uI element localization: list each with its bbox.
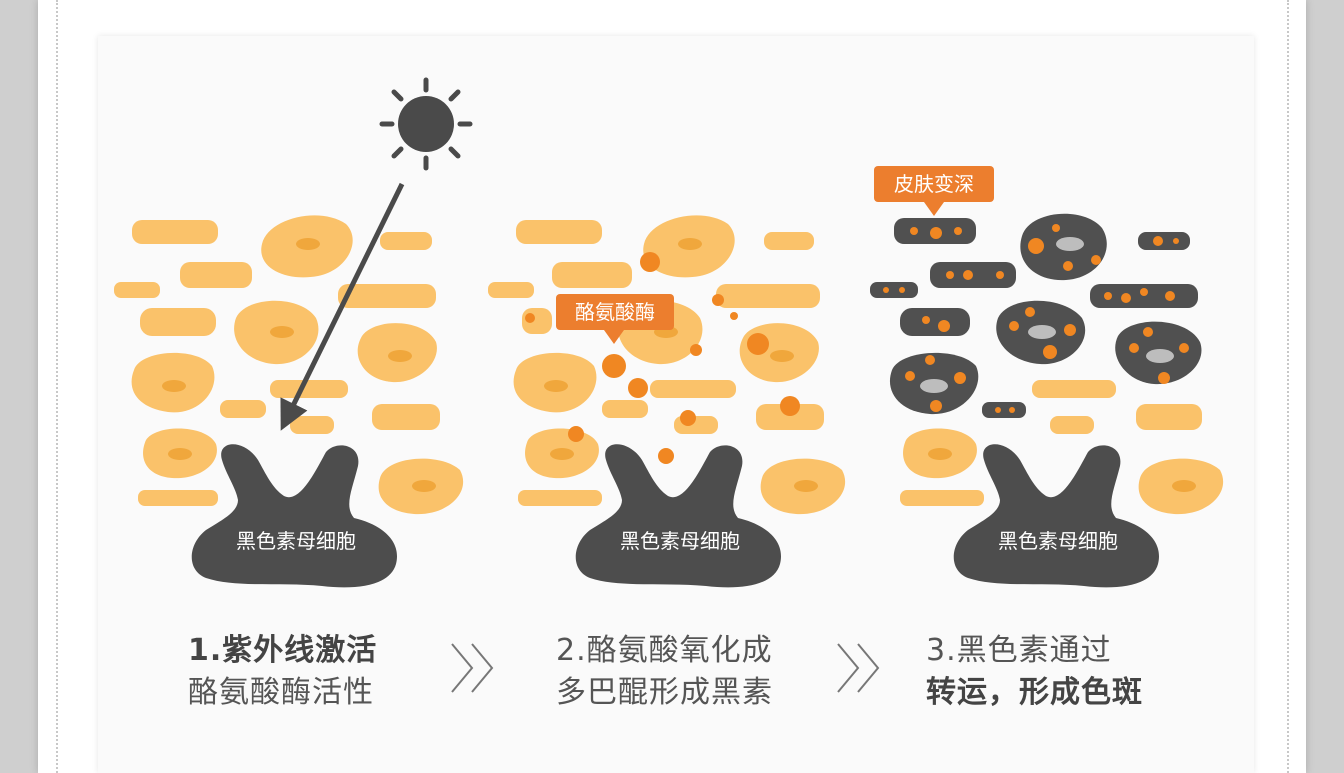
skin-cell xyxy=(518,490,602,506)
skin-cell xyxy=(525,428,599,479)
skin-cell xyxy=(180,262,252,288)
melanocyte-cell xyxy=(191,444,397,588)
melanocyte-cell xyxy=(575,444,781,588)
skin-cell xyxy=(650,380,736,398)
skin-cell xyxy=(643,215,735,278)
dark-cell xyxy=(900,308,970,336)
dark-cell xyxy=(1090,284,1198,308)
double-chevron-icon xyxy=(837,643,880,693)
left-dotted-border xyxy=(56,0,58,773)
skin-cell xyxy=(132,220,218,244)
dark-cell xyxy=(996,300,1086,365)
skin-cell xyxy=(552,262,632,288)
skin-cell xyxy=(378,458,464,515)
skin-cell xyxy=(1032,380,1116,398)
skin-cell xyxy=(143,428,217,479)
skin-cell xyxy=(903,428,977,479)
step-2-subtitle: 多巴醌形成黑素 xyxy=(556,675,773,710)
dark-cell xyxy=(894,218,976,244)
skin-cell xyxy=(1050,416,1094,434)
panel-1: 黑色素母细胞 xyxy=(114,77,473,588)
skin-cell xyxy=(338,284,436,308)
callout-label: 皮肤变深 xyxy=(894,172,974,196)
double-chevron-icon xyxy=(451,643,494,693)
tyrosinase-particles xyxy=(525,252,800,464)
skin-cell xyxy=(234,300,319,365)
skin-cell xyxy=(488,282,534,298)
right-dotted-border xyxy=(1287,0,1289,773)
skin-cell xyxy=(357,323,437,383)
skin-cell xyxy=(380,232,432,250)
melanocyte-label: 黑色素母细胞 xyxy=(998,529,1118,553)
skin-darkens-callout: 皮肤变深 xyxy=(874,166,994,216)
skin-cell xyxy=(756,404,824,430)
dark-cell xyxy=(870,282,918,298)
skin-cell xyxy=(760,458,846,515)
skin-cell xyxy=(220,400,266,418)
uv-arrow xyxy=(280,182,405,431)
step-2-title: 2.酪氨酸氧化成 xyxy=(556,633,773,668)
step-3-title: 3.黑色素通过 xyxy=(926,633,1112,668)
skin-cell xyxy=(716,284,820,308)
skin-cell xyxy=(372,404,440,430)
tyrosinase-callout: 酪氨酸酶 xyxy=(556,294,674,344)
step-1-title: 1.紫外线激活 xyxy=(188,633,378,668)
panel-3: 皮肤变深 黑色素母细胞 xyxy=(870,166,1224,588)
dark-cell xyxy=(1020,213,1107,281)
skin-cell xyxy=(290,416,334,434)
melanocyte-cell xyxy=(953,444,1159,588)
step-3-caption: 3.黑色素通过 转运，形成色斑 xyxy=(926,630,1143,714)
skin-cell xyxy=(140,308,216,336)
step-1-caption: 1.紫外线激活 酪氨酸酶活性 xyxy=(188,630,377,714)
melanocyte-label: 黑色素母细胞 xyxy=(236,529,356,553)
skin-cell xyxy=(138,490,218,506)
skin-cell xyxy=(114,282,160,298)
skin-cell xyxy=(602,400,648,418)
step-1-subtitle: 酪氨酸酶活性 xyxy=(188,675,374,710)
skin-cell xyxy=(513,352,597,413)
dark-cell xyxy=(982,402,1026,418)
panel-2: 酪氨酸酶 黑色素母细胞 xyxy=(488,215,846,588)
melanocyte-label: 黑色素母细胞 xyxy=(620,529,740,553)
dark-cell xyxy=(930,262,1016,288)
skin-cell xyxy=(1136,404,1202,430)
sun-icon xyxy=(379,77,473,171)
callout-label: 酪氨酸酶 xyxy=(575,300,655,324)
dark-cell xyxy=(889,352,979,415)
skin-cell xyxy=(261,215,353,278)
skin-cell xyxy=(131,352,215,413)
skin-cell xyxy=(270,380,348,398)
dark-cell xyxy=(1138,232,1190,250)
skin-cell xyxy=(516,220,602,244)
step-2-caption: 2.酪氨酸氧化成 多巴醌形成黑素 xyxy=(556,630,773,714)
dark-cell xyxy=(1115,321,1202,385)
skin-cell xyxy=(1138,458,1224,515)
skin-cell xyxy=(764,232,814,250)
step-3-subtitle: 转运，形成色斑 xyxy=(926,675,1143,710)
skin-cell xyxy=(900,490,984,506)
